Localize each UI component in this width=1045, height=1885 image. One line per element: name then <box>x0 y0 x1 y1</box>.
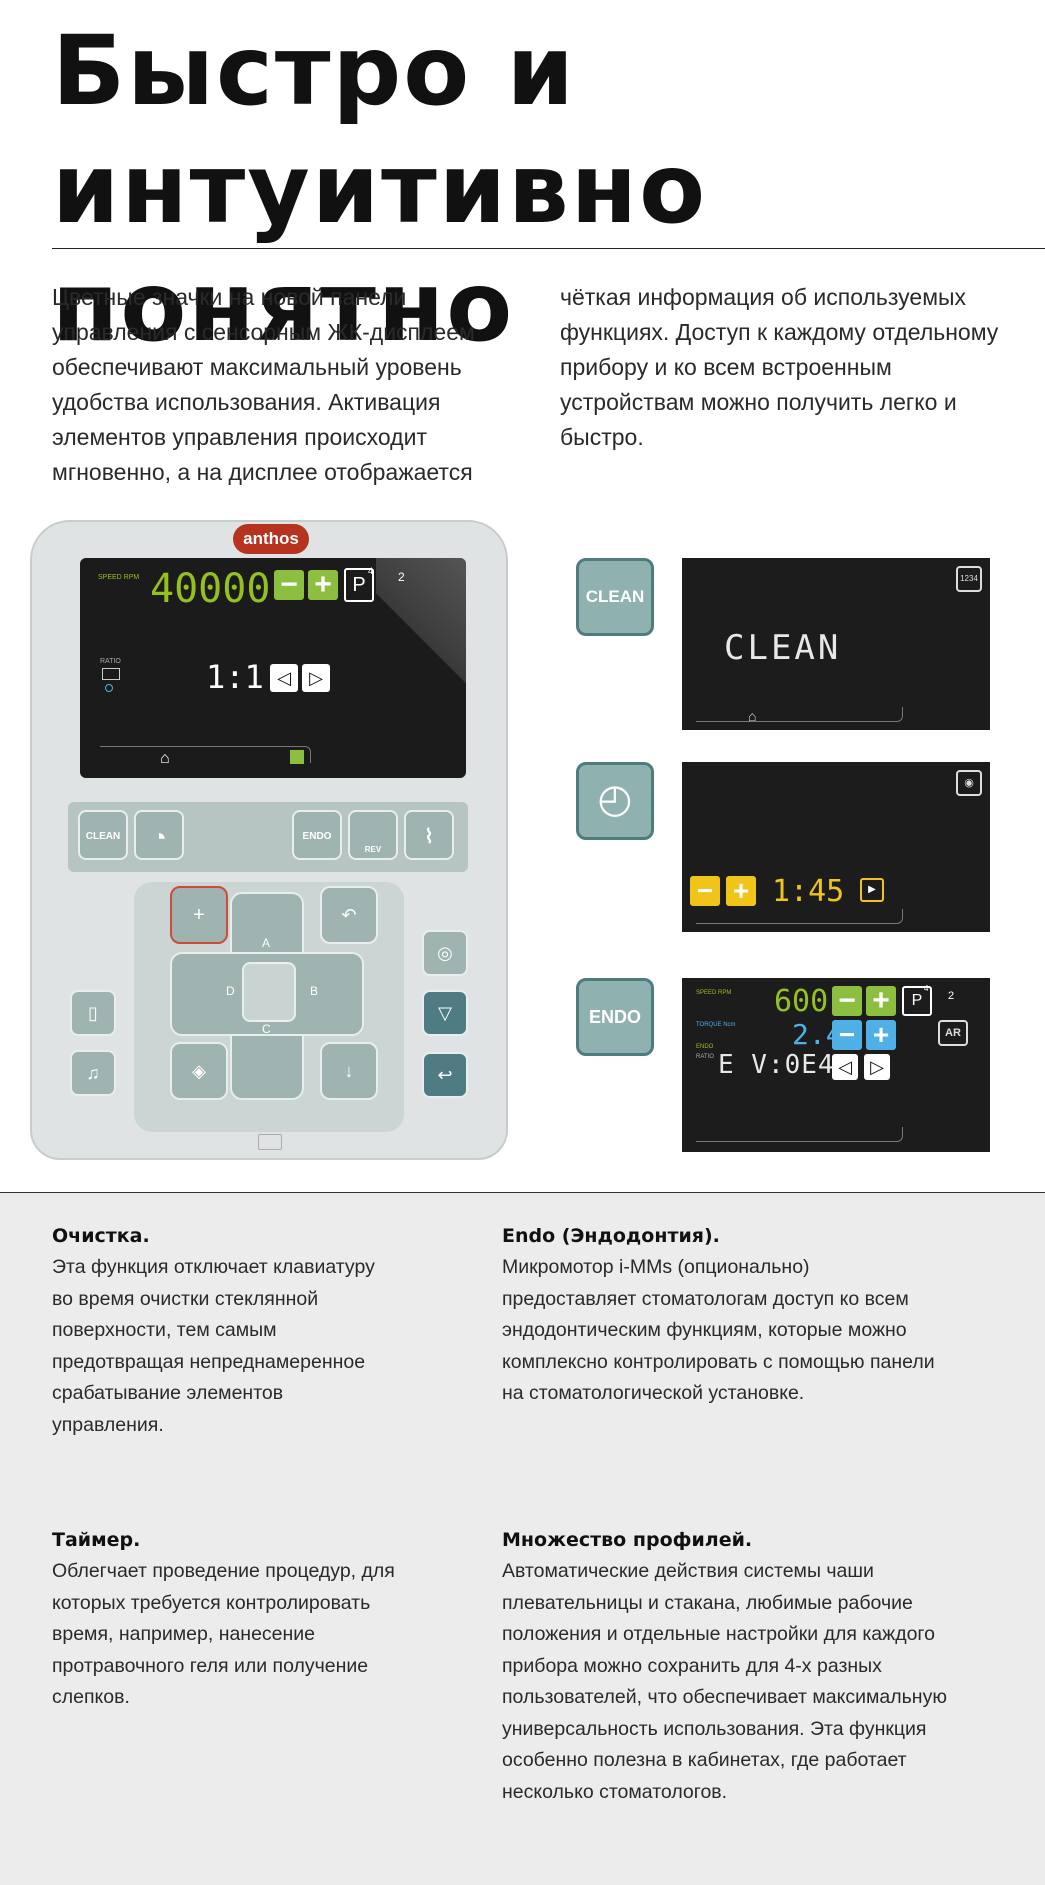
key-label-d: D <box>226 984 235 998</box>
endo-ar-button: AR <box>938 1020 968 1046</box>
feature-timer: Таймер. Облегчает проведение процедур, д… <box>52 1525 432 1714</box>
key-label-c: C <box>262 1022 271 1036</box>
speed-label: SPEED RPM <box>98 574 140 581</box>
feature-profiles: Множество профилей. Автоматические дейст… <box>502 1525 962 1808</box>
plus-button: + <box>308 570 338 600</box>
feature-text: Эта функция отключает клавиатуру во врем… <box>52 1256 375 1436</box>
endo-right-arrow: ▷ <box>864 1054 890 1080</box>
speed-value: 40000 <box>150 566 271 612</box>
ratio-value: 1:1 <box>206 658 264 696</box>
endo-tile: ENDO <box>576 978 654 1056</box>
timer-key-icon: ◔ <box>134 810 184 860</box>
chair-return-key-icon: ↶ <box>320 886 378 944</box>
cup-fill-key-icon: ▽ <box>422 990 468 1036</box>
home-icon: ⌂ <box>160 750 170 767</box>
profiles-icon: 1234 <box>956 566 982 592</box>
timer-tile-icon: ◴ <box>576 762 654 840</box>
feature-text: Микромотор i-MMs (опционально) предостав… <box>502 1256 935 1404</box>
endo-ratio-label: RATIO <box>696 1054 714 1060</box>
mode-icon <box>290 750 304 764</box>
endo-torque-plus: + <box>866 1020 896 1050</box>
intro-col-2: чёткая информация об используемых функци… <box>560 284 999 450</box>
handpiece-icon <box>102 668 120 680</box>
lcd-screen: SPEED RPM 40000 − + P 4 2 RATIO 1:1 ◁ ▷ … <box>80 558 466 778</box>
profile-box: P <box>344 568 374 602</box>
clean-key: CLEAN <box>78 810 128 860</box>
key-label-b: B <box>310 984 319 998</box>
key-label-a: A <box>262 936 271 950</box>
minus-button: − <box>274 570 304 600</box>
bowl-rinse-key-icon: ↩ <box>422 1052 468 1098</box>
feature-clean: Очистка. Эта функция отключает клавиатур… <box>52 1221 392 1441</box>
endo-torque-minus: − <box>832 1020 862 1050</box>
chair-position-key-icon: + <box>170 886 228 944</box>
clean-screen: 1234 CLEAN ⌂ <box>682 558 990 730</box>
endo-profile-index: 2 <box>948 990 955 1002</box>
timer-plus-button: + <box>726 876 756 906</box>
bell-key-icon: ♫ <box>70 1050 116 1096</box>
profile-letter: P <box>352 574 366 596</box>
left-arrow-button: ◁ <box>270 664 298 692</box>
endo-speed-value: 600 <box>774 984 829 1019</box>
clean-screen-tabline <box>696 707 903 722</box>
endo-label: ENDO <box>696 1044 714 1050</box>
endo-key: ENDO <box>292 810 342 860</box>
intro-col-1: Цветные значки на новой панели управлени… <box>52 284 475 485</box>
feature-heading: Endo (Эндодонтия). <box>502 1225 720 1247</box>
endo-torque-label: TORQUE Ncm <box>696 1022 736 1028</box>
endo-profile-number: 4 <box>924 984 929 993</box>
endo-screen-tabline <box>696 1127 903 1142</box>
light-key-icon: ▯ <box>70 990 116 1036</box>
timer-screen: ◉ − + 1:45 ▶ <box>682 762 990 932</box>
features-section: Очистка. Эта функция отключает клавиатур… <box>0 1192 1045 1885</box>
spray-key-icon: ⌇ <box>404 810 454 860</box>
endo-screen: SPEED RPM 600 − + P 4 2 TORQUE Ncm 2.4 −… <box>682 978 990 1152</box>
timer-minus-button: − <box>690 876 720 906</box>
brand-logo: anthos <box>233 524 309 554</box>
chair-down-key-icon: ↓ <box>320 1042 378 1100</box>
page-title: Быстро и интуитивно понятно <box>52 15 708 363</box>
right-arrow-button: ▷ <box>302 664 330 692</box>
play-icon: ▶ <box>860 878 884 902</box>
feature-heading: Очистка. <box>52 1225 150 1247</box>
screen-glare <box>376 558 466 718</box>
chair-memory-key-icon: ◈ <box>170 1042 228 1100</box>
endo-profile-letter: P <box>911 992 923 1009</box>
endo-speed-plus: + <box>866 986 896 1016</box>
clean-tile: CLEAN <box>576 558 654 636</box>
card-slot-icon <box>258 1134 282 1150</box>
endo-left-arrow: ◁ <box>832 1054 858 1080</box>
divider <box>52 248 1045 249</box>
user-icon: ◉ <box>956 770 982 796</box>
home-icon: ⌂ <box>748 708 757 724</box>
control-panel-image: anthos SPEED RPM 40000 − + P 4 2 RATIO 1… <box>30 520 508 1160</box>
feature-text: Автоматические действия системы чаши пле… <box>502 1560 947 1803</box>
feature-endo: Endo (Эндодонтия). Микромотор i-MMs (опц… <box>502 1221 942 1410</box>
timer-screen-tabline <box>696 909 903 924</box>
profile-index: 2 <box>398 570 405 584</box>
rev-key: REV <box>348 810 398 860</box>
lamp-key-icon: ◎ <box>422 930 468 976</box>
feature-heading: Множество профилей. <box>502 1529 753 1551</box>
endo-ratio-value: E V:0E4 <box>718 1050 835 1080</box>
feature-heading: Таймер. <box>52 1529 141 1551</box>
cross-center <box>242 962 296 1022</box>
clean-screen-text: CLEAN <box>724 628 842 668</box>
tab-line <box>100 746 311 763</box>
timer-value: 1:45 <box>772 874 845 909</box>
status-dot-icon <box>105 684 113 692</box>
endo-profile-box: P <box>902 986 932 1016</box>
endo-speed-minus: − <box>832 986 862 1016</box>
ratio-label: RATIO <box>100 658 121 665</box>
endo-speed-label: SPEED RPM <box>696 990 732 996</box>
feature-text: Облегчает проведение процедур, для котор… <box>52 1560 395 1708</box>
profile-number: 4 <box>368 566 374 576</box>
